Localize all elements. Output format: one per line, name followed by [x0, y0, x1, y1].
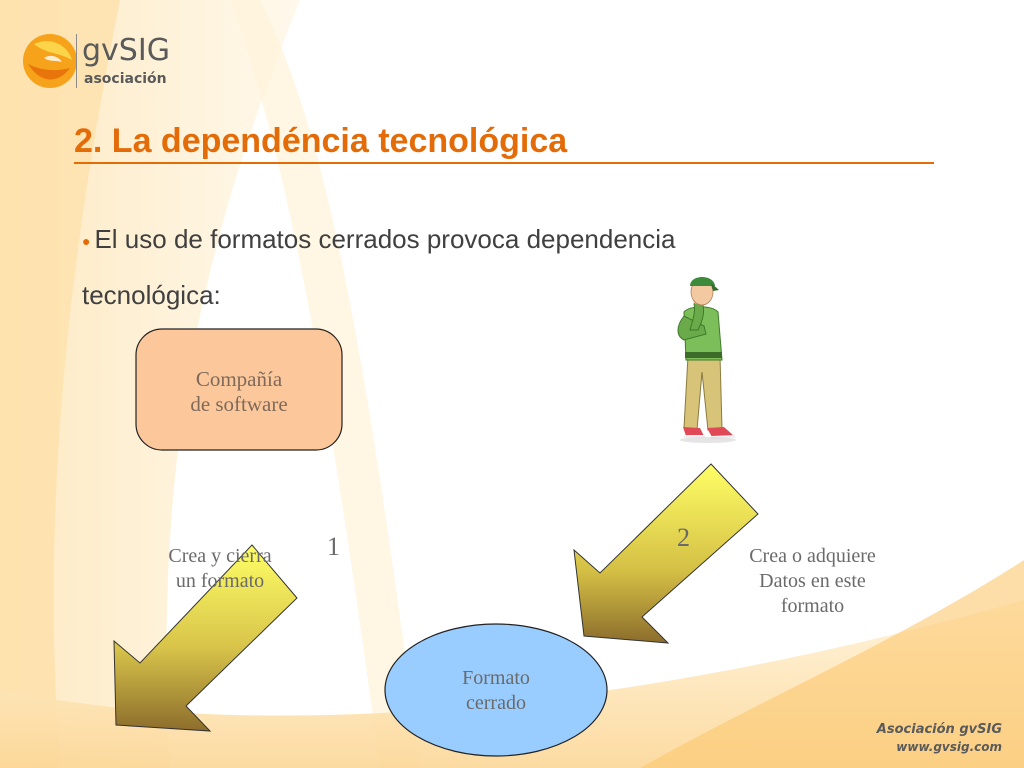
step-2-label-line-2: Datos en este [759, 570, 866, 592]
company-label-line-2: de software [190, 392, 288, 416]
logo-divider [76, 34, 77, 88]
title-underline [74, 162, 934, 164]
footer-org: Asociación gvSIG [876, 722, 1002, 737]
bullet-line-1: ●El uso de formatos cerrados provoca dep… [82, 224, 675, 255]
step-2-label: Crea o adquiere Datos en este formato [730, 544, 895, 619]
gvsig-logo [20, 30, 170, 92]
step-1-number: 1 [327, 532, 340, 561]
bullet-line-2: tecnológica: [82, 280, 221, 310]
person-thinking-icon [677, 277, 735, 439]
format-label-line-2: cerrado [466, 692, 526, 714]
format-label: Formato cerrado [385, 666, 607, 716]
bullet-text-1: El uso de formatos cerrados provoca depe… [94, 224, 676, 254]
company-label-line-1: Compañía [195, 367, 283, 391]
step-1-label-line-1: Crea y cierra [168, 545, 272, 567]
footer-url: www.gvsig.com [896, 740, 1002, 754]
step-2-label-line-1: Crea o adquiere [749, 545, 876, 567]
company-label: Compañía de software [136, 367, 342, 417]
step-2-number: 2 [677, 523, 690, 552]
step-2-label-line-3: formato [780, 595, 845, 617]
company-box [135, 328, 343, 451]
gvsig-sun-icon [23, 34, 77, 88]
step-1-label-line-2: un formato [175, 570, 265, 592]
person-shadow [680, 437, 736, 443]
logo-subtitle: asociación [84, 71, 167, 87]
arrow-step-1 [113, 544, 298, 732]
bullet-dot-icon: ● [82, 233, 91, 250]
step-1-label: Crea y cierra un formato [150, 544, 290, 594]
arrow-step-2 [573, 463, 759, 644]
logo-name: gvSIG [82, 33, 170, 68]
page-title: 2. La dependéncia tecnológica [74, 122, 568, 160]
format-label-line-1: Formato [462, 667, 530, 689]
format-ellipse [384, 623, 608, 757]
